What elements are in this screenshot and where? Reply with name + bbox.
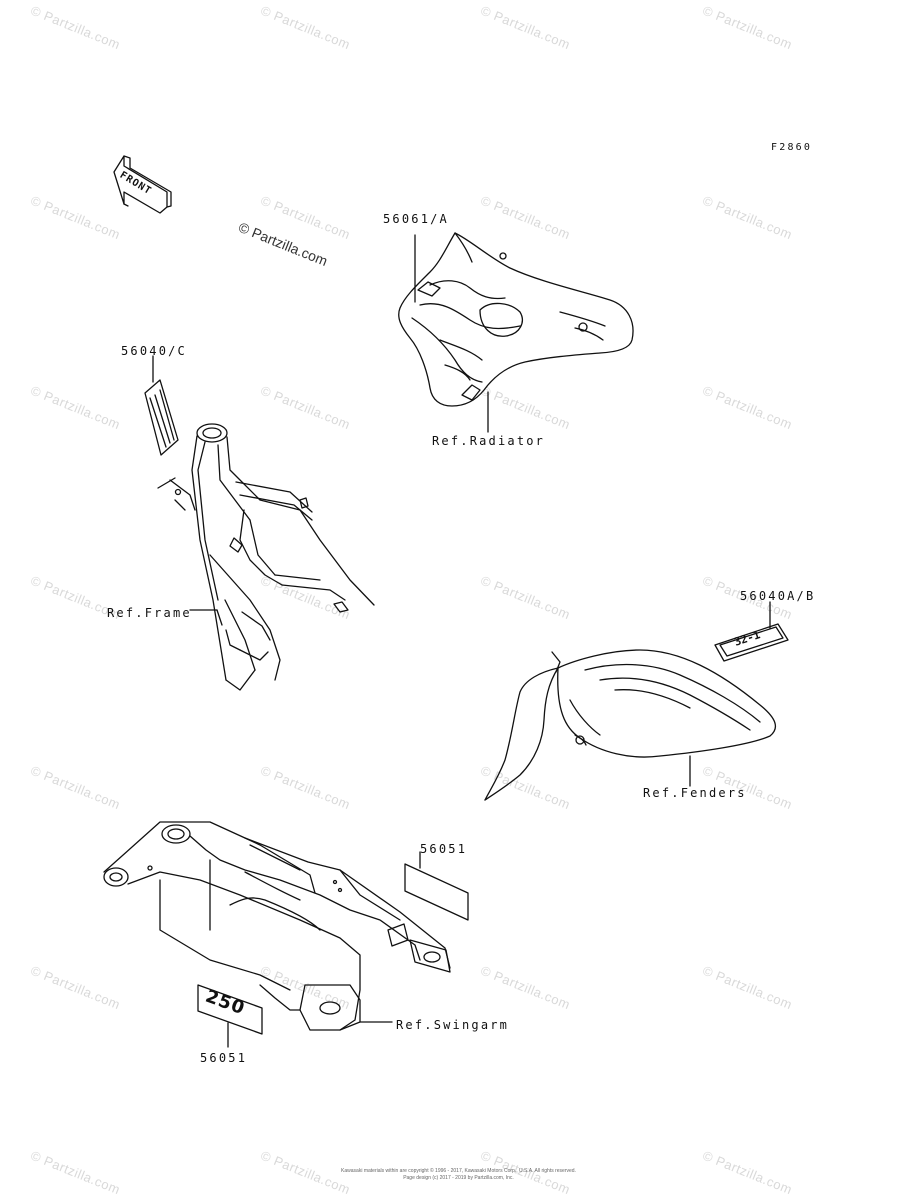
swingarm-decal-lower-drawing xyxy=(197,984,263,1048)
label-56040-c[interactable]: 56040/C xyxy=(121,344,187,358)
frame-decal-drawing xyxy=(144,355,179,456)
ref-swingarm-label[interactable]: Ref.Swingarm xyxy=(396,1018,510,1032)
front-arrow-icon xyxy=(113,155,172,214)
figure-code: F2860 xyxy=(771,142,813,153)
label-56051-upper[interactable]: 56051 xyxy=(420,842,468,856)
fender-decal-drawing xyxy=(714,601,789,662)
swingarm-drawing xyxy=(103,821,451,1031)
label-56061-a[interactable]: 56061/A xyxy=(383,212,449,226)
ref-fenders-label[interactable]: Ref.Fenders xyxy=(643,786,747,800)
label-56051-lower[interactable]: 56051 xyxy=(200,1051,248,1065)
ref-radiator-label[interactable]: Ref.Radiator xyxy=(432,434,546,448)
ref-frame-label[interactable]: Ref.Frame xyxy=(107,606,192,620)
page-design-line: Page design (c) 2017 - 2019 by Partzilla… xyxy=(403,1175,514,1181)
label-56040a-b[interactable]: 56040A/B xyxy=(740,589,816,603)
frame-drawing xyxy=(157,423,375,691)
copyright-line: Kawasaki materials within are copyright … xyxy=(341,1168,576,1174)
rear-fender-drawing xyxy=(484,649,777,801)
shroud-decal-drawing xyxy=(398,232,634,433)
swingarm-decal-upper-drawing xyxy=(404,851,469,921)
